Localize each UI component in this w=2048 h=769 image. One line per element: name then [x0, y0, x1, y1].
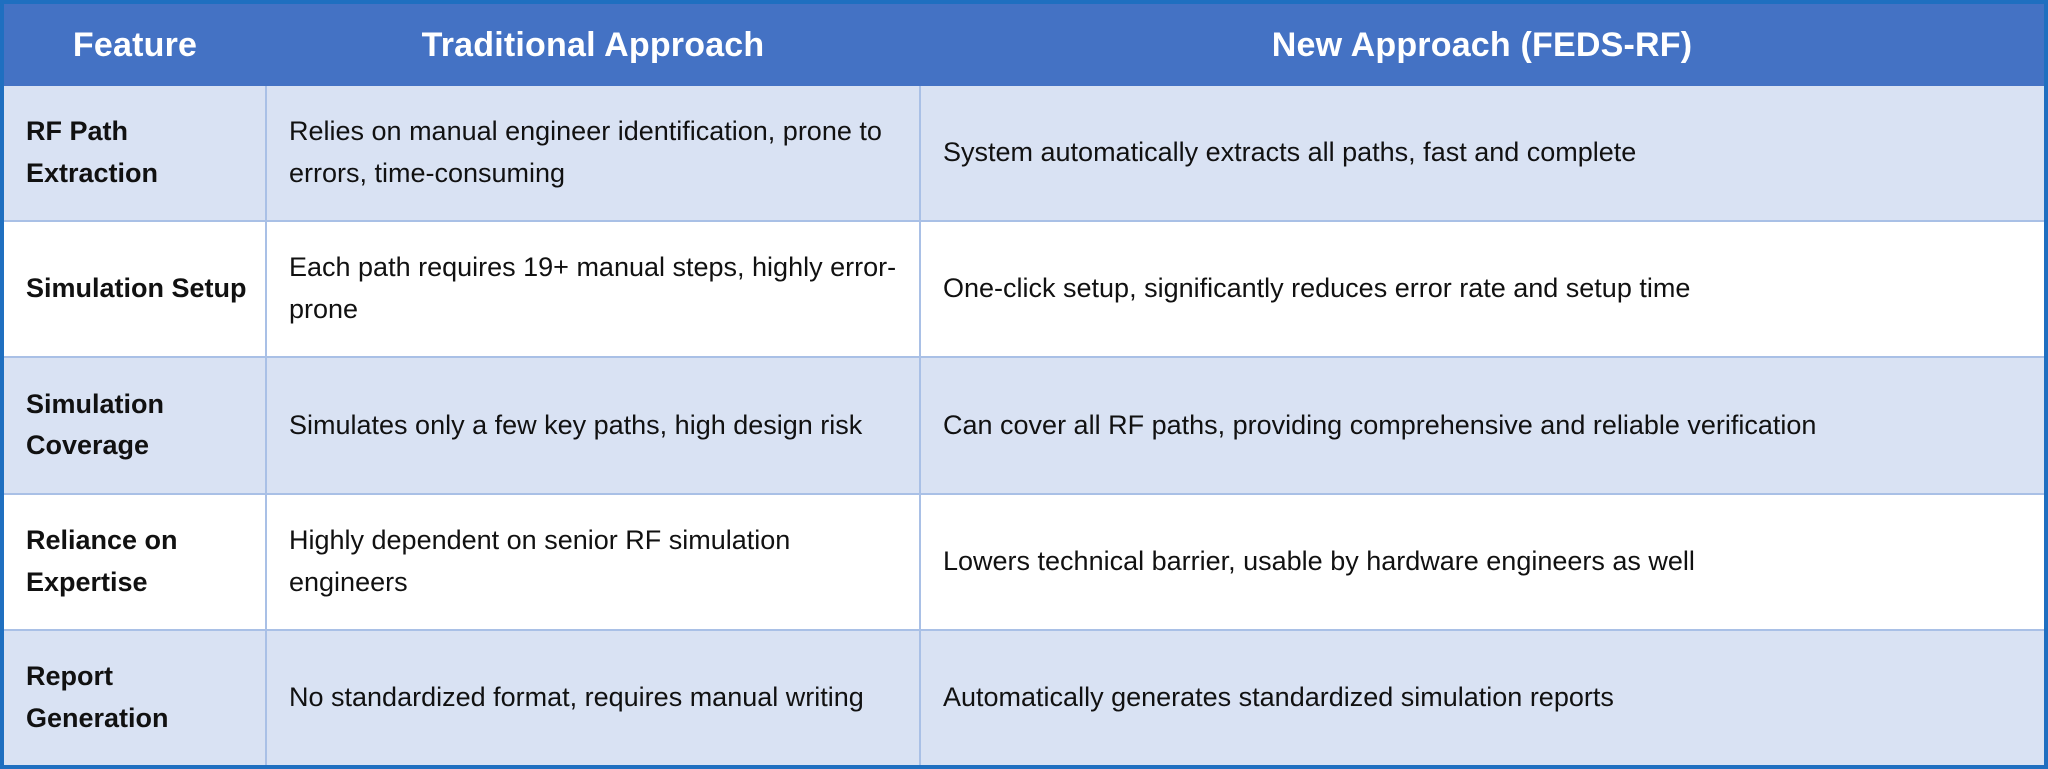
table-row: Simulation Coverage Simulates only a few… — [4, 357, 2044, 495]
table-header: Feature Traditional Approach New Approac… — [4, 4, 2044, 86]
row-new-approach-cell: Lowers technical barrier, usable by hard… — [920, 493, 2044, 631]
comparison-table: Feature Traditional Approach New Approac… — [4, 4, 2044, 765]
row-new-approach-cell: Automatically generates standardized sim… — [920, 629, 2044, 765]
row-feature-label: RF Path Extraction — [4, 86, 267, 223]
table-row: RF Path Extraction Relies on manual engi… — [4, 86, 2044, 223]
row-traditional-cell: No standardized format, requires manual … — [266, 629, 921, 765]
row-traditional-cell: Relies on manual engineer identification… — [266, 86, 921, 223]
table-row: Simulation Setup Each path requires 19+ … — [4, 221, 2044, 359]
row-traditional-cell: Simulates only a few key paths, high des… — [266, 357, 921, 495]
row-traditional-cell: Each path requires 19+ manual steps, hig… — [266, 221, 921, 359]
table-row: Report Generation No standardized format… — [4, 629, 2044, 765]
column-header-traditional-approach: Traditional Approach — [421, 25, 765, 64]
row-traditional-cell: Highly dependent on senior RF simulation… — [266, 493, 921, 631]
row-feature-label: Simulation Setup — [4, 221, 267, 359]
row-new-approach-cell: Can cover all RF paths, providing compre… — [920, 357, 2044, 495]
column-header-new-approach: New Approach (FEDS-RF) — [1271, 25, 1693, 64]
row-feature-label: Report Generation — [4, 629, 267, 765]
row-feature-label: Simulation Coverage — [4, 357, 267, 495]
row-feature-label: Reliance on Expertise — [4, 493, 267, 631]
row-new-approach-cell: System automatically extracts all paths,… — [920, 86, 2044, 223]
table-body: RF Path Extraction Relies on manual engi… — [4, 86, 2044, 765]
table-row: Reliance on Expertise Highly dependent o… — [4, 493, 2044, 631]
row-new-approach-cell: One-click setup, significantly reduces e… — [920, 221, 2044, 359]
header-row: Feature Traditional Approach New Approac… — [4, 4, 2044, 86]
column-header-feature: Feature — [72, 25, 198, 64]
